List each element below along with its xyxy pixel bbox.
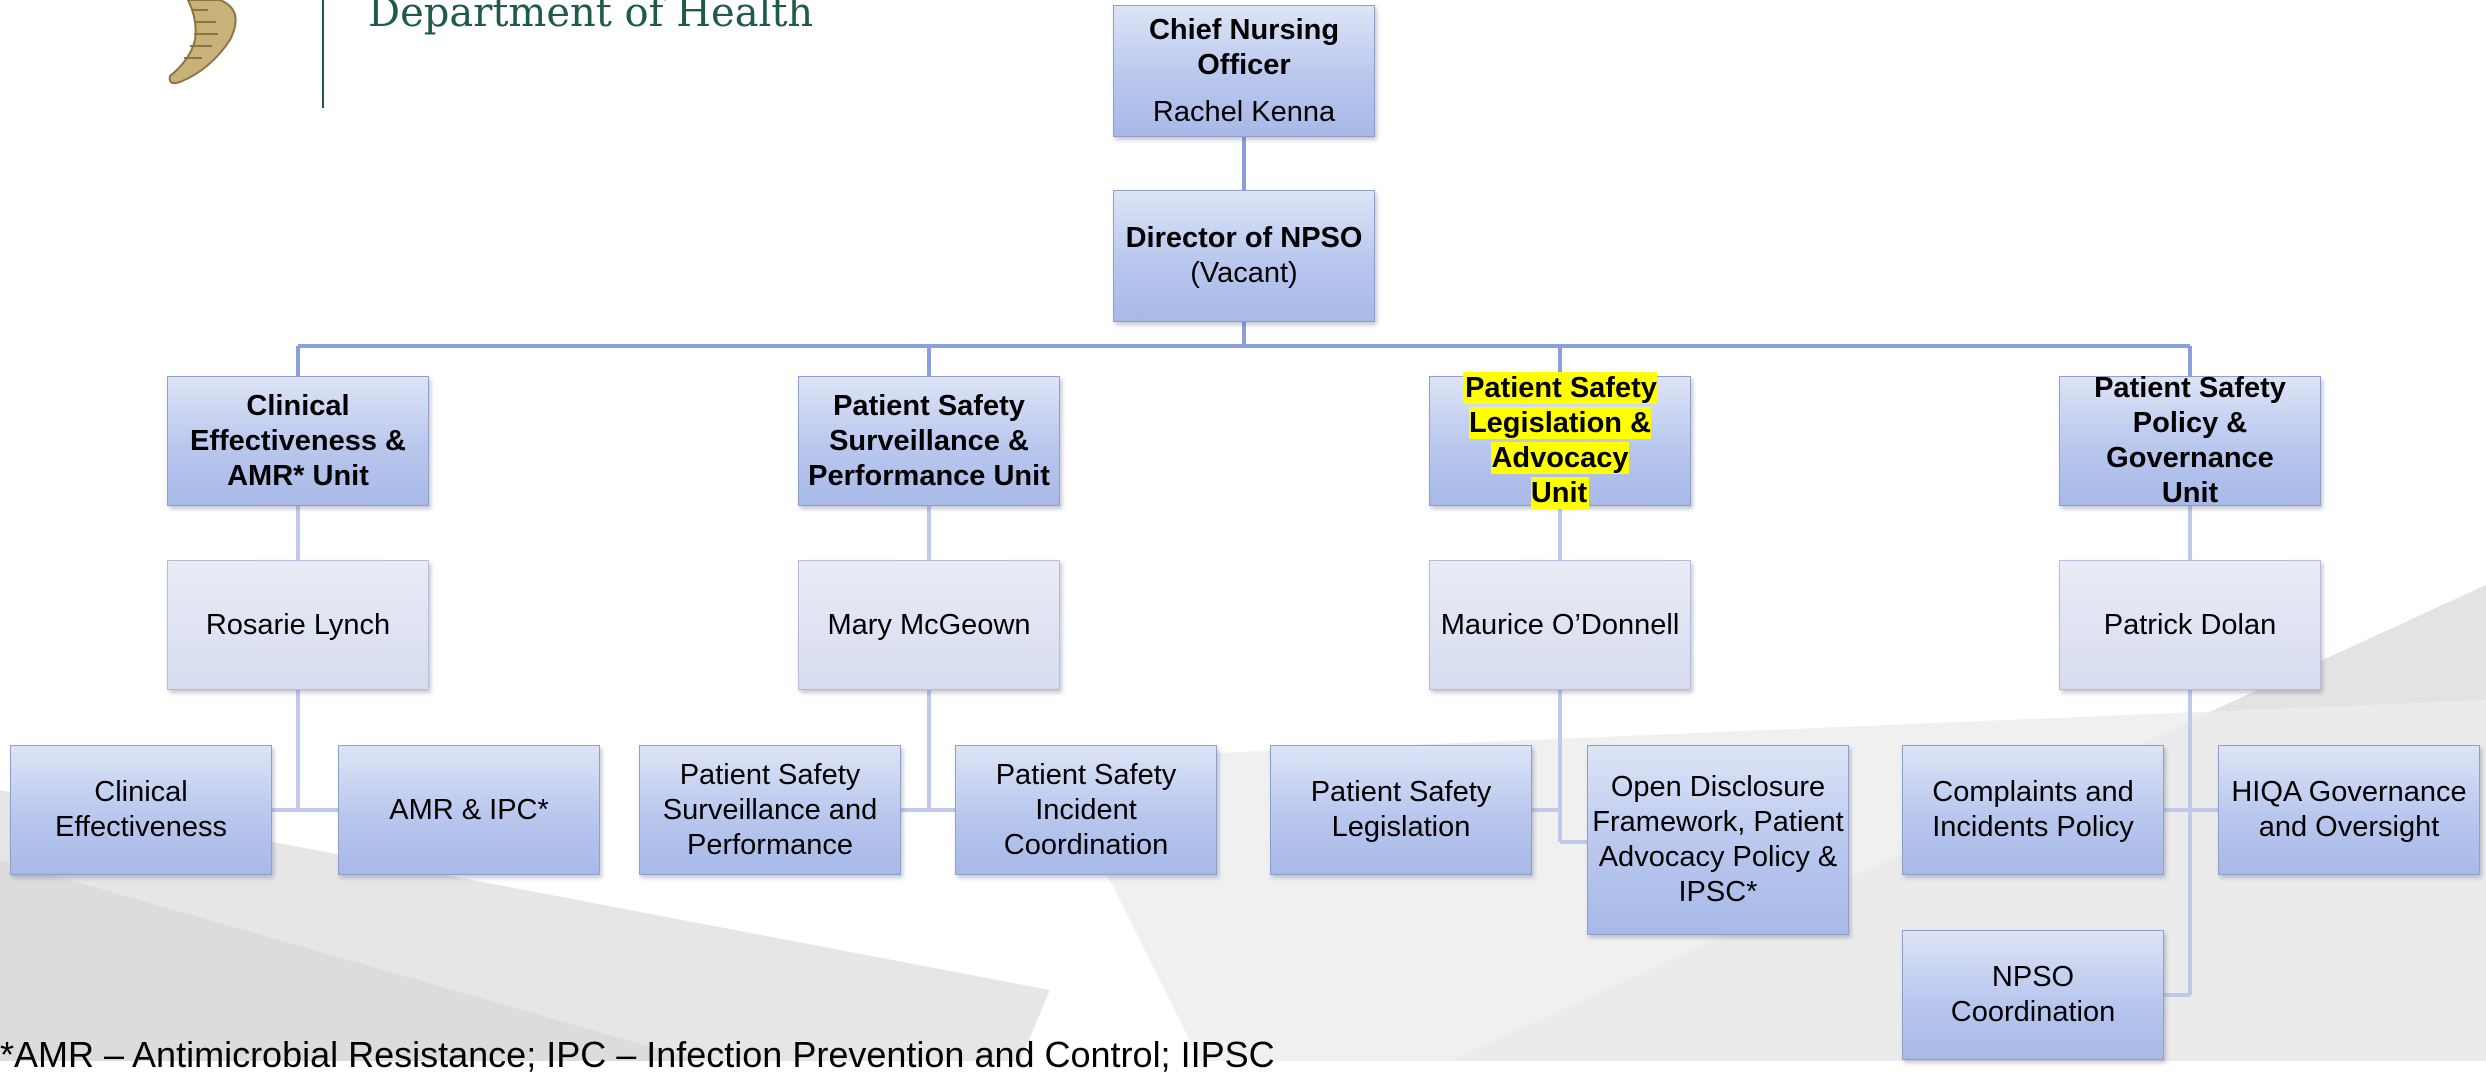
node-name: (Vacant) [1190,257,1298,289]
unit-title-highlight: Patient Safety Legislation & Advocacy Un… [1460,371,1660,511]
lead-name: Rosarie Lynch [205,608,391,641]
node-title: Director of NPSO [1125,222,1363,254]
lead-name: Patrick Dolan [2103,608,2277,641]
team-box: Patient Safety Surveillance and Performa… [639,745,901,875]
unit-title: Patient Safety Legislation & Advocacy Un… [1463,372,1657,509]
team-box: AMR & IPC* [338,745,600,875]
team-label: NPSO Coordination [1950,961,2116,1028]
team-box: Clinical Effectiveness [10,745,272,875]
unit-title: Patient Safety Surveillance & Performanc… [808,389,1050,492]
team-box: Open Disclosure Framework, Patient Advoc… [1587,745,1849,935]
team-label: Complaints and Incidents Policy [1932,776,2134,843]
node-title: Chief Nursing Officer [1148,13,1340,81]
lead-name: Maurice O’Donnell [1440,608,1680,641]
team-box: NPSO Coordination [1902,930,2164,1060]
unit-box-policy-governance: Patient Safety Policy & Governance Unit [2059,372,2321,509]
team-label: Clinical Effectiveness [55,776,227,843]
unit-lead-box: Maurice O’Donnell [1429,560,1691,690]
team-box: HIQA Governance and Oversight [2218,745,2480,875]
team-box: Complaints and Incidents Policy [1902,745,2164,875]
unit-box-surveillance: Patient Safety Surveillance & Performanc… [798,376,1060,506]
team-label: Open Disclosure Framework, Patient Advoc… [1592,771,1844,908]
lead-name: Mary McGeown [827,608,1031,641]
team-label: Patient Safety Legislation [1310,776,1492,843]
director-box: Director of NPSO (Vacant) [1113,190,1375,322]
unit-box-clinical-effectiveness: Clinical Effectiveness & AMR* Unit [167,376,429,506]
team-box: Patient Safety Legislation [1270,745,1532,875]
unit-lead-box: Patrick Dolan [2059,560,2321,690]
node-name: Rachel Kenna [1152,95,1336,128]
team-label: AMR & IPC* [389,793,549,826]
unit-lead-box: Mary McGeown [798,560,1060,690]
team-label: HIQA Governance and Oversight [2231,776,2467,843]
department-name: Department of Health [368,0,814,36]
unit-title: Clinical Effectiveness & AMR* Unit [190,389,406,492]
footnote: *AMR – Antimicrobial Resistance; IPC – I… [0,1034,1275,1075]
harp-logo-icon [168,0,237,85]
logo-divider [322,0,324,108]
chief-nursing-officer-box: Chief Nursing Officer Rachel Kenna [1113,5,1375,137]
team-label: Patient Safety Surveillance and Performa… [662,758,878,861]
team-box: Patient Safety Incident Coordination [955,745,1217,875]
team-label: Patient Safety Incident Coordination [995,758,1177,861]
unit-box-legislation-advocacy: Patient Safety Legislation & Advocacy Un… [1429,372,1691,509]
unit-title: Patient Safety Policy & Governance Unit [2094,372,2286,509]
unit-lead-box: Rosarie Lynch [167,560,429,690]
